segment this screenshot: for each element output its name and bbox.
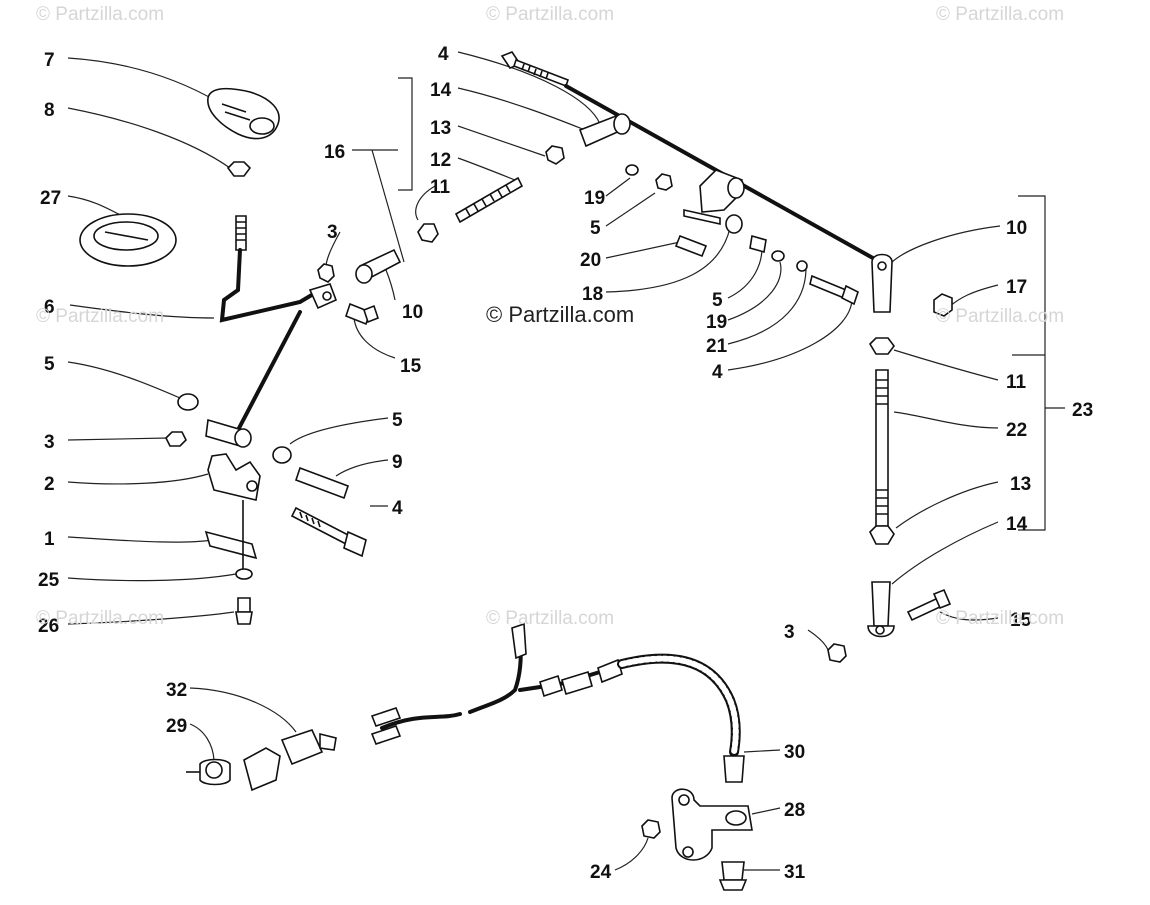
callout-15b: 15: [1010, 610, 1032, 631]
callout-8: 8: [44, 100, 55, 121]
callout-30: 30: [784, 742, 805, 763]
callout-5b: 5: [392, 410, 403, 431]
callout-4a: 4: [438, 44, 449, 65]
callout-14b: 14: [1006, 514, 1028, 535]
watermark: © Partzilla.com: [486, 608, 615, 629]
watermark: © Partzilla.com: [36, 306, 165, 327]
callout-12: 12: [430, 150, 451, 171]
callout-24: 24: [590, 862, 612, 883]
callout-3c: 3: [784, 622, 795, 643]
callout-13a: 13: [430, 118, 451, 139]
callout-19a: 19: [584, 188, 605, 209]
upper-linkage: [317, 51, 882, 326]
watermark: © Partzilla.com: [936, 608, 1065, 629]
callout-22: 22: [1006, 420, 1027, 441]
callout-5d: 5: [712, 290, 723, 311]
callout-7: 7: [44, 50, 55, 71]
callout-14a: 14: [430, 80, 452, 101]
callout-13b: 13: [1010, 474, 1031, 495]
callout-20: 20: [580, 250, 601, 271]
switch-harness: [186, 622, 753, 891]
callout-21: 21: [706, 336, 728, 357]
callout-5a: 5: [44, 354, 55, 375]
callout-5c: 5: [590, 218, 601, 239]
callout-3a: 3: [44, 432, 55, 453]
watermark: © Partzilla.com: [36, 608, 165, 629]
callout-16: 16: [324, 142, 345, 163]
watermark: © Partzilla.com: [486, 4, 615, 25]
callout-4c: 4: [712, 362, 723, 383]
callout-23: 23: [1072, 400, 1093, 421]
callout-18: 18: [582, 284, 603, 305]
watermark: © Partzilla.com: [36, 4, 165, 25]
callout-17: 17: [1006, 277, 1027, 298]
leader-lines: [67, 51, 1065, 871]
vertical-link-assembly: [827, 253, 953, 663]
callout-4b: 4: [392, 498, 403, 519]
callout-25: 25: [38, 570, 60, 591]
callout-11a: 11: [430, 177, 451, 198]
callout-32: 32: [166, 680, 187, 701]
callout-26: 26: [38, 616, 59, 637]
callout-6: 6: [44, 297, 55, 318]
callout-31: 31: [784, 862, 806, 883]
center-watermark: © Partzilla.com: [486, 302, 635, 327]
callout-2: 2: [44, 474, 55, 495]
callout-1: 1: [44, 529, 55, 550]
watermark: © Partzilla.com: [936, 306, 1065, 327]
throttle-pedal-assembly: [79, 87, 367, 625]
callout-28: 28: [784, 800, 805, 821]
watermark: © Partzilla.com: [936, 4, 1065, 25]
callout-29: 29: [166, 716, 187, 737]
callout-15a: 15: [400, 356, 422, 377]
callout-10b: 10: [1006, 218, 1027, 239]
callout-11b: 11: [1006, 372, 1027, 393]
callout-19b: 19: [706, 312, 727, 333]
callout-10a: 10: [402, 302, 423, 323]
callout-9: 9: [392, 452, 403, 473]
callout-3b: 3: [327, 222, 338, 243]
callout-27: 27: [40, 188, 61, 209]
